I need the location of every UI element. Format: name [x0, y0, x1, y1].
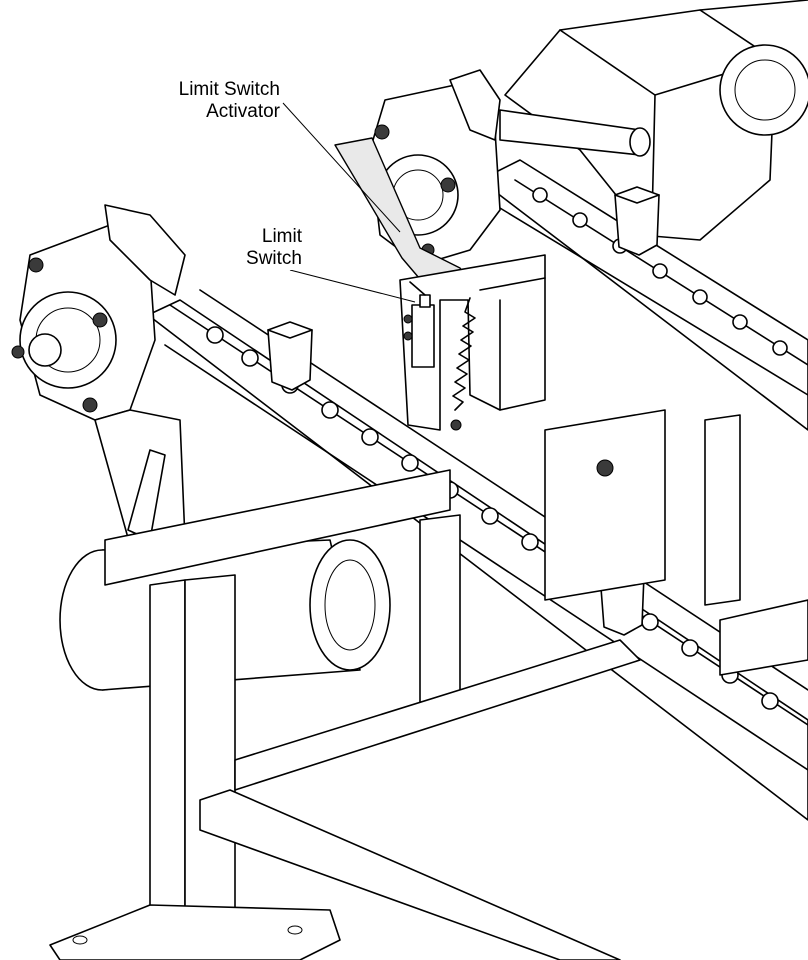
- tension-spring: [450, 297, 476, 431]
- limit-switch: [403, 281, 435, 368]
- rear-conveyor-rail: [479, 159, 808, 431]
- callout-activator-line1: Limit Switch: [178, 79, 280, 100]
- callout-switch-line1: Limit: [261, 226, 302, 247]
- callout-limit-switch-activator: Limit Switch Activator: [176, 79, 282, 123]
- leader-lines: [282, 102, 416, 303]
- centre-panel: [544, 409, 666, 601]
- gearbox-housing: [504, 0, 808, 241]
- rear-drive-shaft: [499, 109, 651, 157]
- callout-switch-line2: Switch: [246, 248, 302, 269]
- base-plate: [49, 904, 341, 960]
- callout-limit-switch: Limit Switch: [244, 226, 304, 270]
- switch-mount-bracket: [399, 254, 546, 431]
- support-frame: [104, 414, 808, 960]
- callout-activator-line2: Activator: [206, 101, 280, 122]
- gusset-plate: [94, 409, 186, 546]
- front-bearing-plate: [11, 204, 186, 421]
